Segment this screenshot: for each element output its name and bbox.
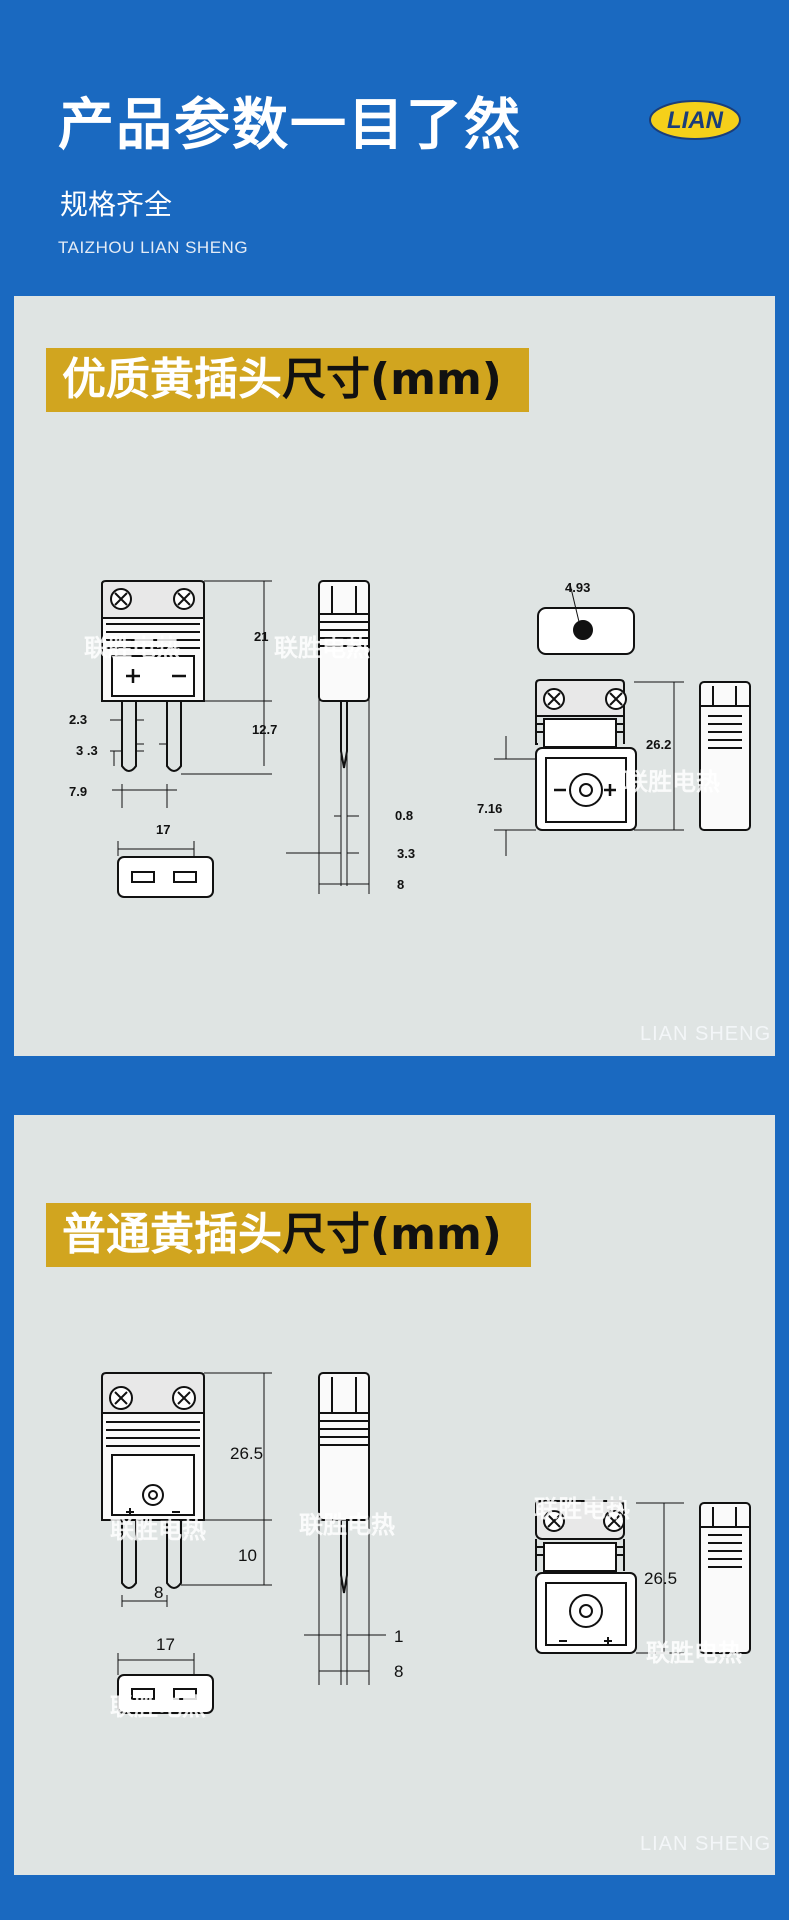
company-name-en: TAIZHOU LIAN SHENG [58, 238, 249, 257]
dim-pitch: 8 [154, 1583, 163, 1602]
dim-width: 17 [156, 822, 170, 837]
dim-depth: 8 [394, 1662, 403, 1681]
premium-plug-drawing: 21 12.7 2.3 3 .3 7.9 17 0.8 3.3 8 4.93 2… [69, 580, 751, 898]
watermark-cn: 联胜电热 [274, 634, 370, 662]
dim-jack-height: 26.5 [644, 1569, 677, 1588]
watermark-en: LIAN SHENG [640, 1023, 772, 1045]
banner-title: 普通黄插头 [62, 1209, 282, 1260]
banner-title: 优质黄插头 [62, 354, 282, 405]
spec-panel-standard: 普通黄插头尺寸(mm) [14, 1115, 775, 1875]
section-banner: 普通黄插头尺寸(mm) [46, 1203, 531, 1267]
watermark-cn: 联胜电热 [110, 1516, 206, 1544]
dim-d3: 3.3 [397, 846, 415, 861]
dim-pin-thickness: 1 [394, 1627, 403, 1646]
dim-pin-length: 10 [238, 1546, 257, 1565]
watermark-cn: 联胜电热 [646, 1639, 742, 1667]
watermark-cn: 联胜电热 [299, 1511, 395, 1539]
dim-depth: 8 [397, 877, 404, 892]
watermark-en: LIAN SHENG [640, 1833, 772, 1855]
standard-plug-drawing: 26.5 10 8 17 1 8 26.5 [101, 1372, 751, 1714]
banner-unit: 尺寸(mm) [282, 1209, 502, 1260]
dim-hole: 4.93 [565, 580, 590, 595]
logo-text: LIAN [667, 107, 724, 134]
section-banner: 优质黄插头尺寸(mm) [46, 348, 529, 412]
banner-unit: 尺寸(mm) [282, 354, 502, 405]
dim-jack-height: 26.2 [646, 737, 671, 752]
brand-logo: LIAN [649, 100, 741, 140]
dim-pitch: 7.9 [69, 784, 87, 799]
watermark-cn: 联胜电热 [84, 634, 180, 662]
dim-d2: 3 .3 [76, 743, 98, 758]
watermark-cn: 联胜电热 [624, 768, 720, 796]
dim-d1: 2.3 [69, 712, 87, 727]
dim-width: 17 [156, 1635, 175, 1654]
dim-jack-offset: 7.16 [477, 801, 502, 816]
watermark-cn: 联胜电热 [534, 1495, 630, 1523]
dim-height: 21 [254, 629, 268, 644]
page-subtitle: 规格齐全 [60, 188, 173, 221]
watermark-cn: 联胜电热 [110, 1693, 206, 1721]
spec-panel-premium: 优质黄插头尺寸(mm) [14, 296, 775, 1056]
dim-height: 26.5 [230, 1444, 263, 1463]
page-title: 产品参数一目了然 [58, 93, 522, 158]
dim-pin-thickness: 0.8 [395, 808, 413, 823]
dim-pin-length: 12.7 [252, 722, 277, 737]
